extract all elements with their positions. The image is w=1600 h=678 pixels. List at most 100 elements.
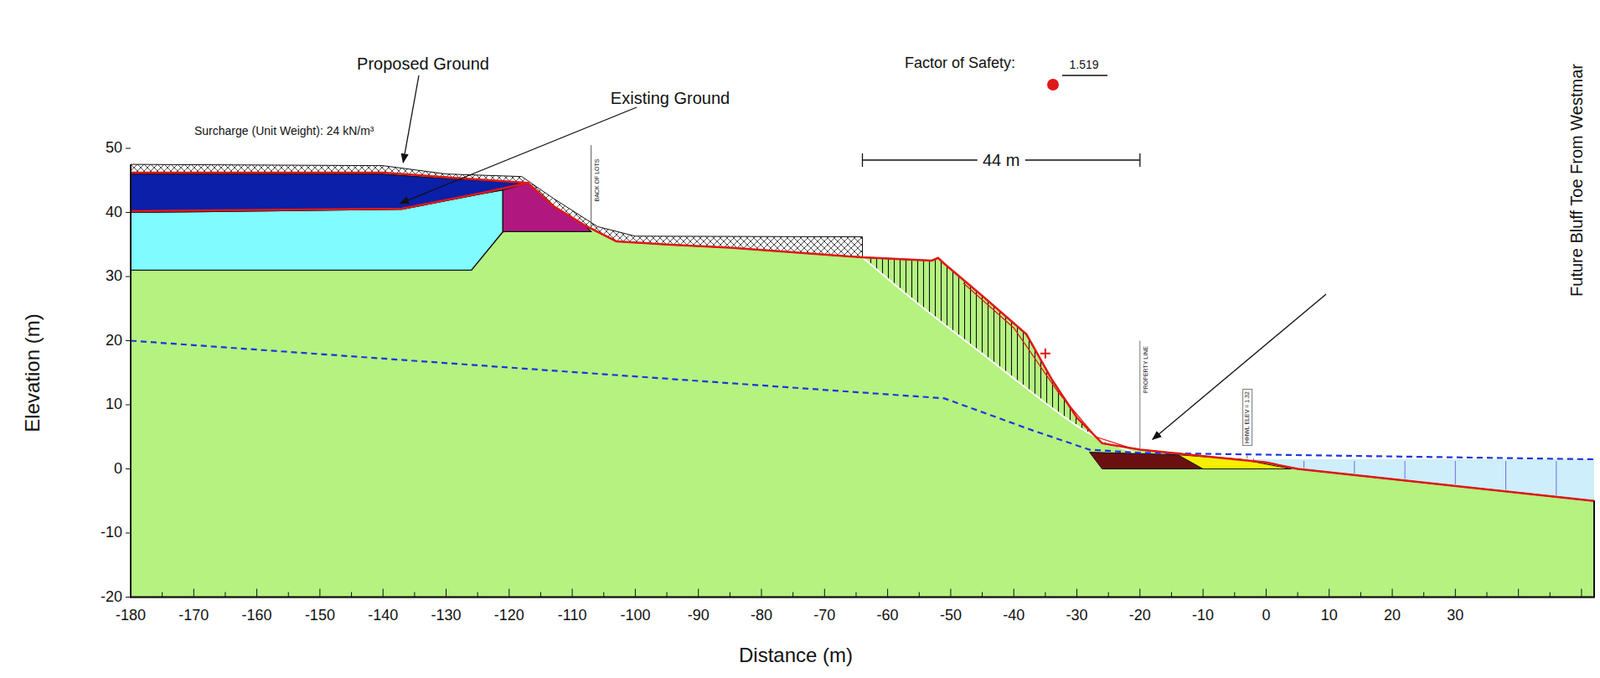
axis-tick <box>1392 588 1394 598</box>
tick-label: 30 <box>1446 607 1464 625</box>
axis-tick <box>1360 592 1362 598</box>
axis-tick <box>125 211 131 213</box>
existing-ground-line <box>963 283 1128 448</box>
axis-tick <box>224 592 226 598</box>
tick-label: 20 <box>1383 607 1401 625</box>
axis-tick <box>125 276 131 278</box>
value-underline <box>1062 74 1108 76</box>
tick-label: -140 <box>367 607 398 625</box>
axis-tick <box>666 592 668 598</box>
tick-label: -160 <box>242 607 273 625</box>
dimension-tick <box>1139 153 1141 167</box>
point-marker <box>1040 348 1051 359</box>
tick-label: -90 <box>687 607 710 625</box>
axis-tick <box>161 592 163 598</box>
axis-tick <box>1297 592 1299 598</box>
axis-tick <box>125 404 131 406</box>
tick-label: -120 <box>494 607 525 625</box>
property-line <box>1139 340 1141 450</box>
axis-tick <box>125 340 131 341</box>
axis-tick <box>540 592 542 598</box>
water-pressure-arrow <box>1404 460 1406 479</box>
axis-tick <box>1423 592 1425 598</box>
water-table <box>130 340 1595 460</box>
tick-label: -20 <box>100 588 123 606</box>
dimension-tick <box>861 153 863 167</box>
axis-tick <box>1328 588 1330 598</box>
existing-ground-line <box>130 182 528 212</box>
water-pressure-arrow <box>1455 460 1456 485</box>
axis-tick <box>1549 592 1551 598</box>
existing-ground-line <box>130 172 1595 501</box>
tick-label: 30 <box>105 268 123 285</box>
tick-label: 10 <box>105 396 123 413</box>
slip-centre <box>1047 78 1059 91</box>
annotation-label: Existing Ground <box>610 88 730 108</box>
tick-label: 0 <box>1261 607 1270 625</box>
tick-label: -60 <box>877 607 899 625</box>
axis-tick <box>1202 588 1204 598</box>
axis-tick <box>288 592 290 598</box>
tick-label: -170 <box>178 607 209 625</box>
axis-tick <box>350 592 352 598</box>
leader-arrow <box>1152 294 1327 439</box>
level-label: HHWL ELEV = 1.32 <box>1242 388 1253 446</box>
surcharge-label: Surcharge (Unit Weight): 24 kN/m³ <box>194 124 374 138</box>
axis-tick <box>918 592 920 598</box>
axis-tick <box>729 592 731 598</box>
plot-frame <box>130 164 1595 597</box>
axis-tick <box>1044 592 1046 598</box>
axis-tick <box>125 532 131 534</box>
axis-tick <box>1108 592 1110 598</box>
axis-tick <box>634 588 636 598</box>
result-value: 1.519 <box>1068 58 1099 72</box>
native-soil <box>130 225 1595 598</box>
axis-tick <box>1171 592 1172 598</box>
leader-arrow <box>402 75 419 163</box>
water-pressure-arrow <box>1353 460 1355 474</box>
annotation-label: Future Bluff Toe From Westmar <box>1567 63 1586 297</box>
axis-tick <box>319 588 320 598</box>
axis-tick <box>824 588 826 598</box>
line-label: BACK OF LOTS <box>593 159 601 202</box>
axis-tick <box>761 588 763 598</box>
proposed-fill <box>130 164 863 258</box>
tick-label: -70 <box>813 607 836 625</box>
result-label: Factor of Safety: <box>904 55 1016 73</box>
axis-tick <box>125 596 131 598</box>
tick-label: -110 <box>557 607 588 625</box>
axis-tick <box>508 588 510 598</box>
tick-label: -20 <box>1129 607 1151 625</box>
water-pressure-arrow <box>1555 460 1557 496</box>
axis-title: Elevation (m) <box>21 313 44 432</box>
tick-label: -10 <box>1192 607 1214 625</box>
axis-tick <box>1486 592 1487 598</box>
axis-tick <box>477 592 479 598</box>
tick-label: -130 <box>430 607 461 625</box>
axis-tick <box>445 588 447 598</box>
axis-tick <box>792 592 794 598</box>
berm-layer <box>502 182 591 232</box>
axis-tick <box>572 588 573 598</box>
axis-tick <box>603 592 604 598</box>
tick-label: -30 <box>1066 607 1089 625</box>
tick-label: -10 <box>100 524 123 542</box>
annotation-label: Proposed Ground <box>356 54 490 73</box>
tick-label: 50 <box>105 139 123 157</box>
tick-label: 10 <box>1321 607 1338 625</box>
leader-arrow <box>400 107 637 204</box>
axis-tick <box>855 592 857 598</box>
tick-label: 0 <box>113 460 123 478</box>
tick-label: -150 <box>304 607 336 625</box>
axis-tick <box>1076 588 1078 598</box>
tick-label: -100 <box>619 607 651 625</box>
slip-surface <box>862 257 1135 453</box>
axis-tick <box>1517 588 1519 598</box>
axis-tick <box>193 588 195 598</box>
axis-tick <box>1455 588 1456 598</box>
axis-tick <box>949 588 951 598</box>
axis-tick <box>887 588 888 598</box>
axis-tick <box>1013 588 1015 598</box>
dimension-label: 44 m <box>977 150 1025 170</box>
